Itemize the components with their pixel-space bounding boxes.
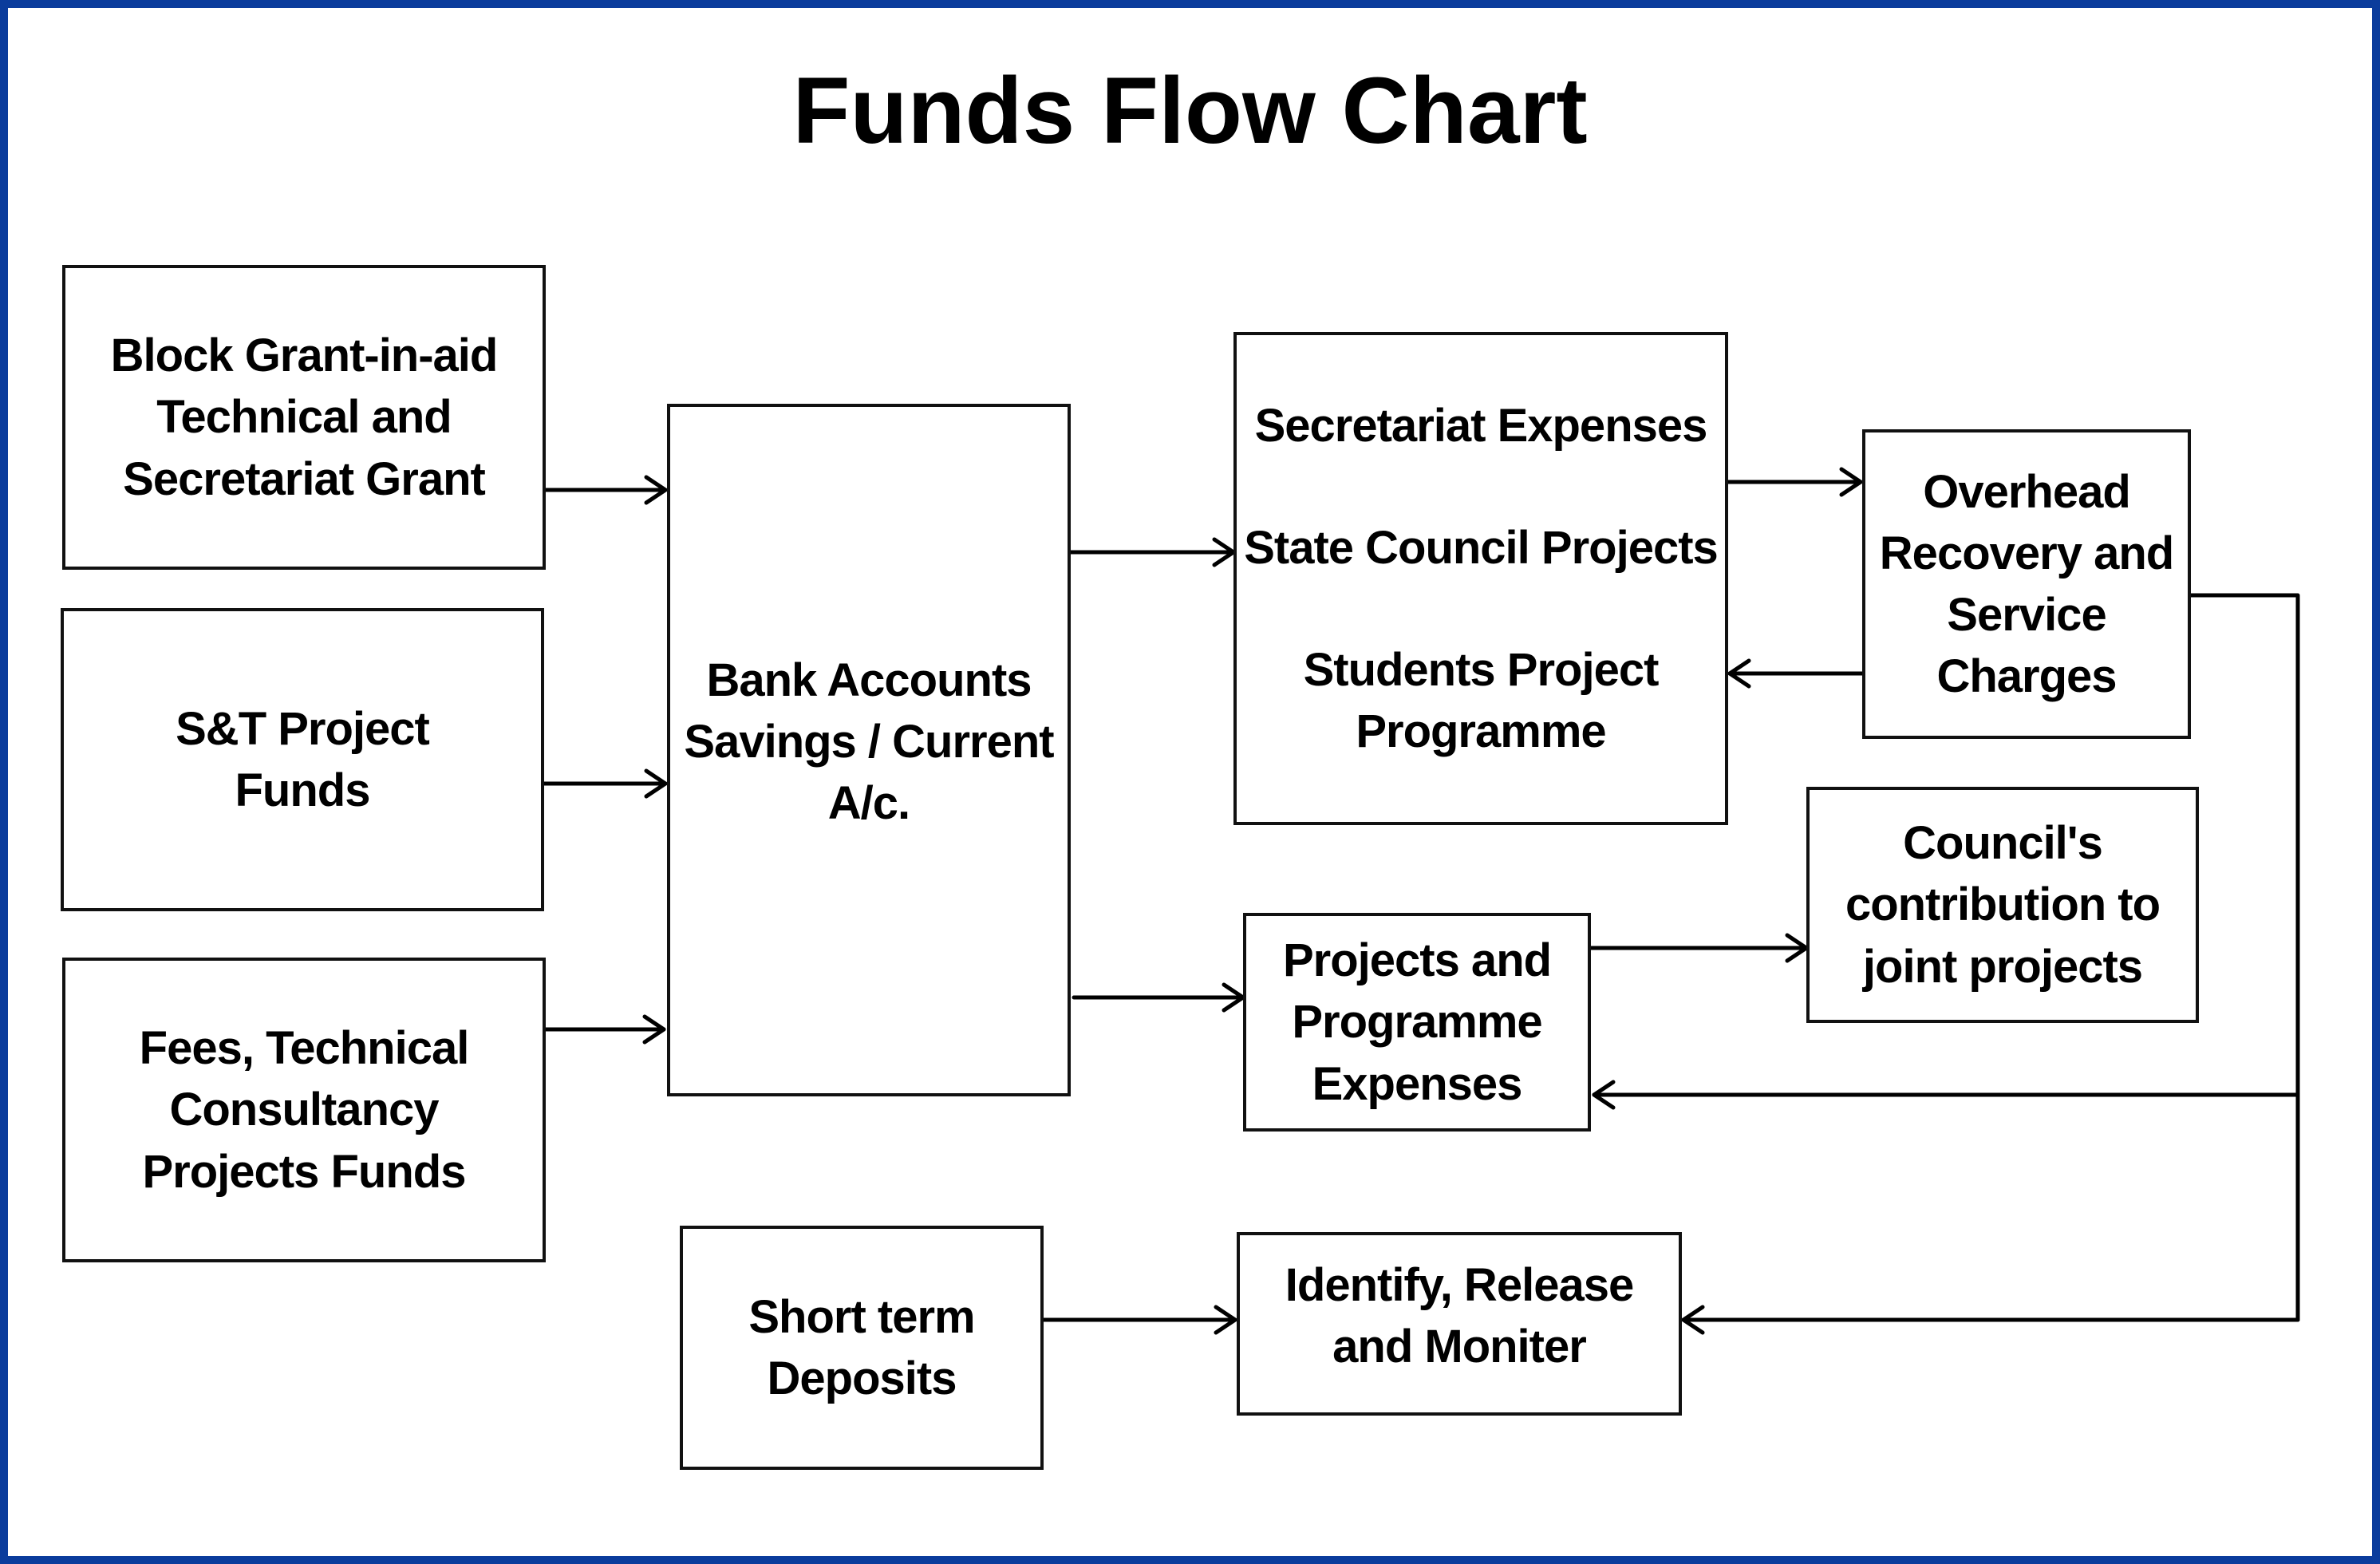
arrow-short-term-to-identify [1041,1305,1237,1335]
page-title: Funds Flow Chart [792,58,1588,164]
council-contribution-box: Council's contribution to joint projects [1806,787,2199,1023]
short-term-deposits-box: Short term Deposits [680,1226,1044,1470]
arrow-block-grant-to-bank [543,475,668,505]
overhead-recovery-text: Overhead Recovery and Service Charges [1879,465,2174,703]
arrow-expenses-to-overhead [1726,467,1863,497]
council-contribution-text: Council's contribution to joint projects [1845,817,2161,993]
projects-expenses-box: Projects and Programme Expenses [1243,913,1591,1132]
expenses-group-box: Secretariat Expenses State Council Proje… [1233,332,1728,825]
secretariat-expenses-label: Secretariat Expenses [1254,399,1708,452]
students-project-label: Students Project [1303,644,1660,696]
arrow-bank-to-projects-expenses [1072,982,1245,1013]
arrow-overhead-to-expenses [1727,658,1865,689]
fees-consultancy-box: Fees, Technical Consultancy Projects Fun… [62,958,546,1262]
arrow-projects-to-council [1589,933,1809,963]
arrow-bank-to-expenses-group [1068,537,1236,567]
students-programme-label: Programme [1356,705,1606,758]
arrow-st-to-bank [542,768,668,799]
arrow-fees-to-bank [543,1014,666,1045]
identify-release-text: Identify, Release and Moniter [1285,1259,1634,1373]
projects-expenses-text: Projects and Programme Expenses [1282,934,1552,1110]
st-project-box: S&T Project Funds [61,608,544,911]
expenses-group-text: Secretariat Expenses State Council Proje… [1244,395,1719,763]
block-grant-box: Block Grant-in-aid Technical and Secreta… [62,265,546,570]
short-term-deposits-text: Short term Deposits [748,1290,975,1404]
bank-accounts-box: Bank Accounts Savings / Current A/c. [667,404,1071,1096]
bank-accounts-text: Bank Accounts Savings / Current A/c. [684,654,1054,830]
fees-consultancy-text: Fees, Technical Consultancy Projects Fun… [139,1022,470,1198]
state-council-projects-label: State Council Projects [1244,521,1719,574]
st-project-text: S&T Project Funds [176,702,430,816]
arrow-overhead-feedback-loop [1592,593,2300,1335]
identify-release-box: Identify, Release and Moniter [1237,1232,1682,1416]
overhead-recovery-box: Overhead Recovery and Service Charges [1862,429,2191,739]
block-grant-text: Block Grant-in-aid Technical and Secreta… [110,330,499,505]
